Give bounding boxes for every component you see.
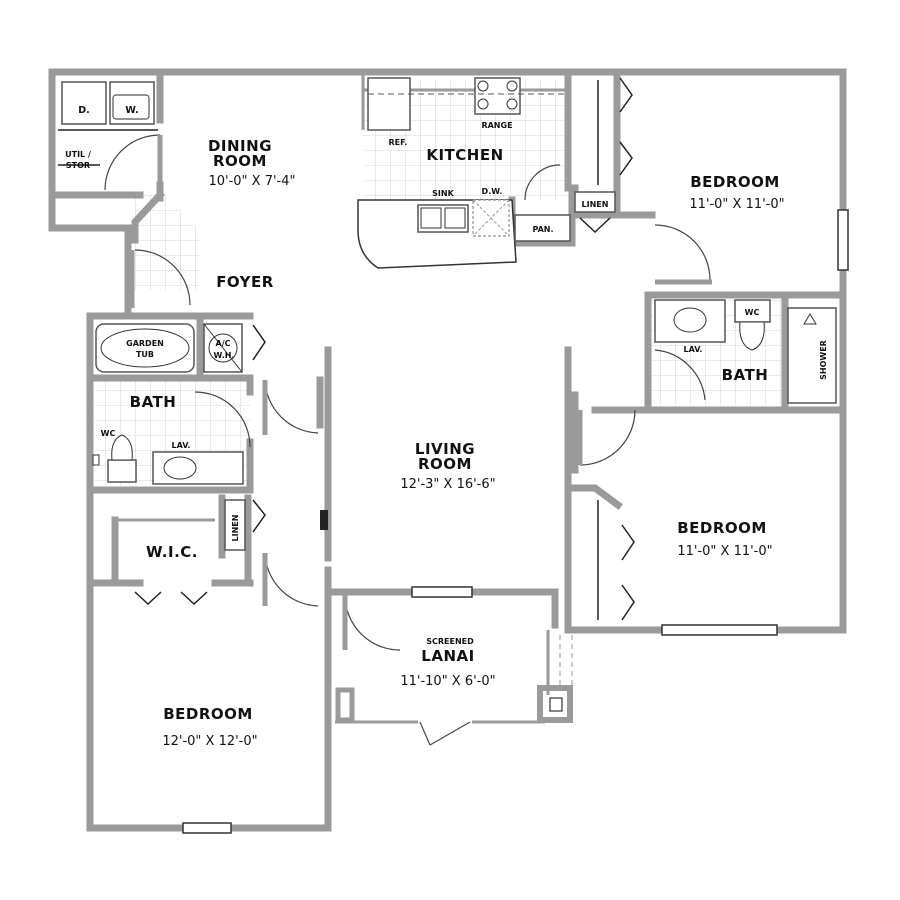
window-e-bedroom	[661, 624, 778, 636]
bedroom-ne-dims: 11'-0" X 11'-0"	[689, 197, 784, 212]
bedroom-e-dims: 11'-0" X 11'-0"	[677, 544, 772, 559]
labels: DINING ROOM 10'-0" X 7'-4" KITCHEN BEDRO…	[65, 105, 828, 749]
bedroom-sw-dims: 12'-0" X 12'-0"	[162, 734, 257, 749]
bath-east-name: BATH	[722, 366, 769, 384]
pantry	[514, 214, 571, 242]
window-living	[411, 586, 473, 598]
doors	[104, 134, 712, 746]
refrigerator	[367, 77, 411, 131]
dining-room-dims: 10'-0" X 7'-4"	[208, 174, 295, 189]
tub-label-1: GARDEN	[126, 339, 164, 348]
dryer-appliance	[61, 81, 107, 125]
washer-label: W.	[125, 105, 138, 116]
window-ne-bedroom	[837, 209, 849, 271]
living-room-dims: 12'-3" X 16'-6"	[400, 477, 495, 492]
sink-label: SINK	[432, 189, 454, 198]
bath-west-name: BATH	[130, 393, 177, 411]
dw-label: D.W.	[482, 187, 503, 196]
bedroom-sw-name: BEDROOM	[163, 705, 253, 723]
lanai-name-1: SCREENED	[426, 637, 474, 646]
dryer-label: D.	[78, 105, 90, 116]
living-room-name-2: ROOM	[418, 455, 472, 473]
linen-closet-w	[224, 499, 246, 551]
window-sw-bedroom	[182, 822, 232, 834]
ref-label: REF.	[389, 138, 408, 147]
foyer-name: FOYER	[216, 273, 274, 291]
wic-name: W.I.C.	[146, 543, 198, 561]
util-label-1: UTIL /	[65, 150, 91, 159]
lav-west-label: LAV.	[172, 441, 191, 450]
lav-east-label: LAV.	[684, 345, 703, 354]
kitchen-name: KITCHEN	[426, 146, 503, 164]
bedroom-ne-name: BEDROOM	[690, 173, 780, 191]
range-label: RANGE	[481, 121, 512, 130]
dining-room-name-1: DINING	[208, 137, 272, 155]
wc-west-label: WC	[101, 429, 116, 438]
toilet-west	[107, 459, 137, 483]
tub-label-2: TUB	[136, 350, 154, 359]
lanai-name-2: LANAI	[421, 647, 474, 665]
bifold-doors	[134, 77, 635, 621]
windows	[182, 209, 849, 834]
walls	[48, 68, 847, 832]
linen-w-label: LINEN	[231, 515, 240, 542]
acwh-label-2: W.H.	[214, 351, 235, 360]
bedroom-e-name: BEDROOM	[677, 519, 767, 537]
fixtures	[58, 77, 837, 690]
linen-ne-label: LINEN	[582, 200, 609, 209]
wc-east-label: WC	[745, 308, 760, 317]
acwh-label-1: A/C	[216, 339, 231, 348]
pantry-label: PAN.	[532, 225, 553, 234]
dining-room-name-2: ROOM	[213, 152, 267, 170]
washer-appliance	[109, 81, 155, 125]
living-room-name-1: LIVING	[415, 440, 475, 458]
linen-closet-ne	[574, 191, 616, 213]
shower-label: SHOWER	[819, 340, 828, 380]
lanai-dims: 11'-10" X 6'-0"	[400, 674, 495, 689]
util-label-2: STOR	[66, 161, 90, 170]
